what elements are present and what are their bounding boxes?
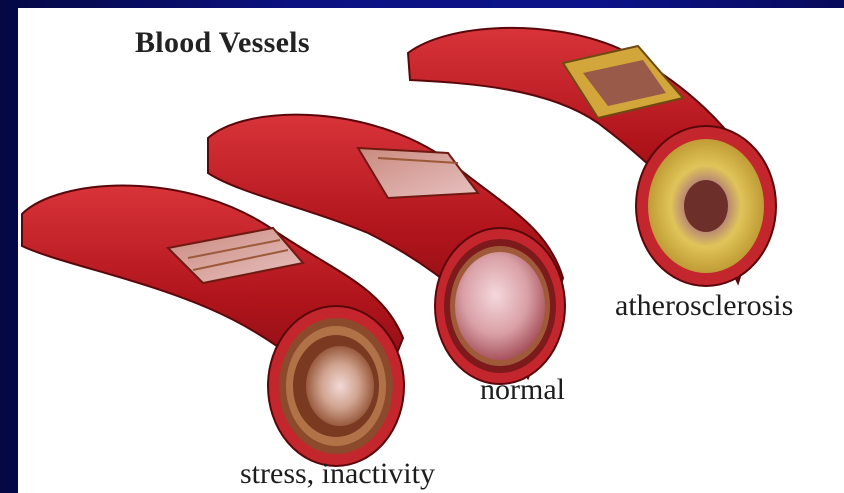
label-stress-inactivity: stress, inactivity — [240, 457, 435, 491]
label-normal: normal — [480, 373, 565, 407]
diagram-title: Blood Vessels — [135, 26, 310, 60]
lumen-narrowed — [306, 346, 374, 426]
lumen-blocked — [684, 180, 728, 232]
lumen-open — [455, 252, 545, 360]
blood-vessels-diagram: Blood Vessels atherosclerosis normal str… — [18, 8, 844, 493]
label-atherosclerosis: atherosclerosis — [615, 289, 793, 323]
vessel-stress-inactivity — [22, 186, 404, 466]
vessels-illustration — [18, 8, 844, 493]
